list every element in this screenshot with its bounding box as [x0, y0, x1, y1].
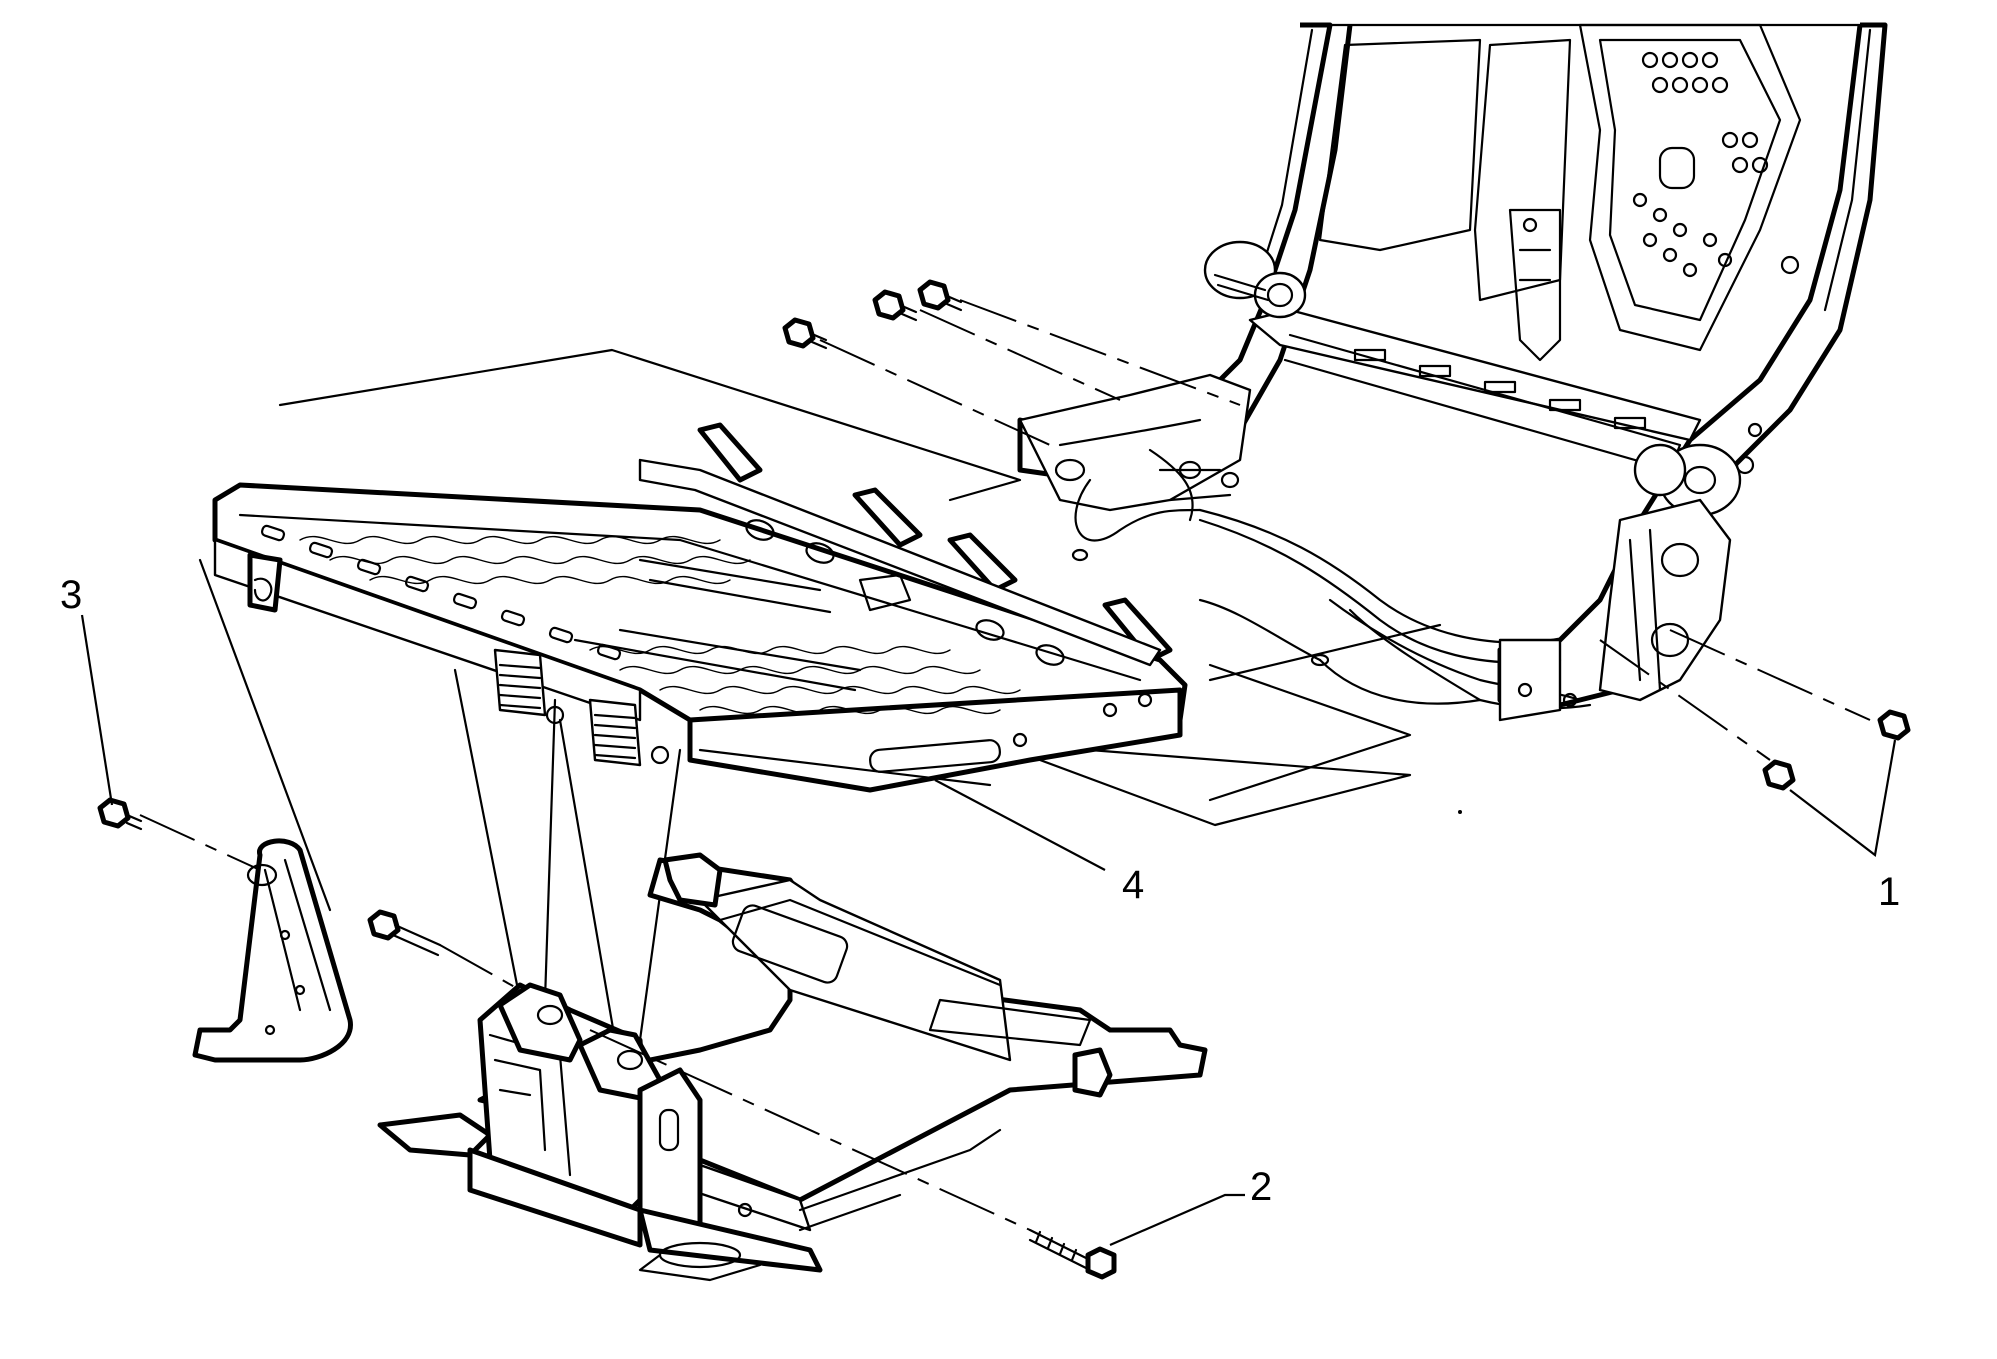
callout-label-2: 2	[1250, 1165, 1272, 1209]
seat-hinge-bracket	[192, 838, 353, 1063]
guide-line	[1208, 663, 1412, 802]
bolt-path-line	[439, 944, 521, 991]
front-bolt-icon	[1028, 1228, 1117, 1280]
guide-line	[1208, 623, 1442, 682]
seat-springs	[299, 535, 1021, 715]
base-opening	[731, 904, 849, 984]
bolt-path-line	[1599, 639, 1771, 761]
bolt-icon	[1762, 759, 1796, 791]
bolt-path-line	[919, 309, 1121, 401]
callout-3-leader	[80, 614, 114, 806]
seat-cushion-frame	[212, 422, 1188, 793]
bolt-icon	[872, 289, 918, 322]
seat-back-frame	[1017, 22, 1888, 722]
pivot-spring	[493, 648, 547, 717]
callout-label-3: 3	[60, 573, 82, 617]
bolt-path-line	[589, 1029, 1031, 1231]
riser-pivot-bracket	[497, 982, 663, 1103]
callout-label-1: 1	[1878, 870, 1900, 914]
callout-1-leader	[1789, 739, 1897, 857]
leg-slot	[658, 1108, 680, 1152]
callout-2-leader	[1109, 1193, 1245, 1247]
stray-mark	[1458, 810, 1462, 814]
bolt-icon	[917, 279, 963, 312]
bolt-icon	[782, 317, 828, 350]
guide-line	[278, 348, 1022, 502]
bolt-path-line	[139, 814, 261, 871]
guide-line	[543, 698, 597, 1042]
bolt-path-line	[959, 299, 1241, 406]
seat-riser-base	[377, 852, 1208, 1282]
crossbar-slots	[1353, 348, 1647, 430]
callout-4-leader	[934, 779, 1106, 871]
guide-line	[198, 558, 332, 912]
callout-label-4: 4	[1122, 863, 1144, 907]
back-rail-slots	[745, 519, 1065, 666]
guide-line	[453, 668, 522, 1002]
guide-line	[558, 718, 617, 1042]
bolt-path-line	[1669, 629, 1871, 721]
bolt-path-line	[819, 339, 1051, 446]
bolt-icon	[1877, 709, 1911, 741]
side-rail-slots	[260, 524, 622, 661]
bolt-icon	[97, 797, 143, 831]
guide-line	[1038, 748, 1412, 827]
pivot-bolt-icon	[367, 909, 442, 957]
panel-holes	[1632, 51, 1769, 278]
panel-boss	[1658, 146, 1696, 190]
front-tube-slot	[869, 739, 1001, 773]
pivot-spring	[588, 698, 642, 767]
left-recliner-pivot	[1203, 240, 1307, 319]
